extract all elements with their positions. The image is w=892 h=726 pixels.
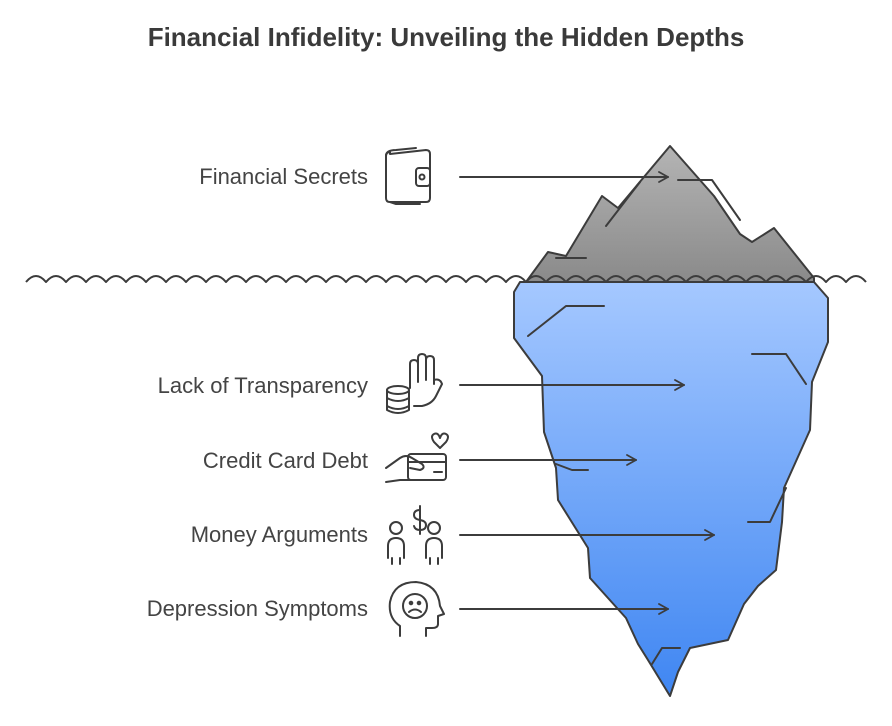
iceberg-above-water	[525, 145, 815, 283]
credit-card-heart-icon	[385, 432, 449, 483]
diagram-title: Financial Infidelity: Unveiling the Hidd…	[147, 22, 745, 52]
sad-head-icon	[388, 581, 445, 637]
people-dollar-icon	[387, 505, 443, 565]
label-lack-of-transparency: Lack of Transparency	[157, 373, 368, 398]
label-financial-secrets: Financial Secrets	[199, 164, 368, 189]
hand-coins-icon	[386, 353, 443, 414]
waterline	[25, 275, 867, 283]
label-money-arguments: Money Arguments	[190, 522, 368, 547]
iceberg-ridges	[527, 179, 807, 665]
iceberg-underwater	[513, 281, 829, 697]
label-credit-card-debt: Credit Card Debt	[202, 448, 368, 473]
wallet-icon	[385, 147, 431, 205]
label-depression-symptoms: Depression Symptoms	[146, 596, 368, 621]
arrows	[459, 171, 715, 615]
